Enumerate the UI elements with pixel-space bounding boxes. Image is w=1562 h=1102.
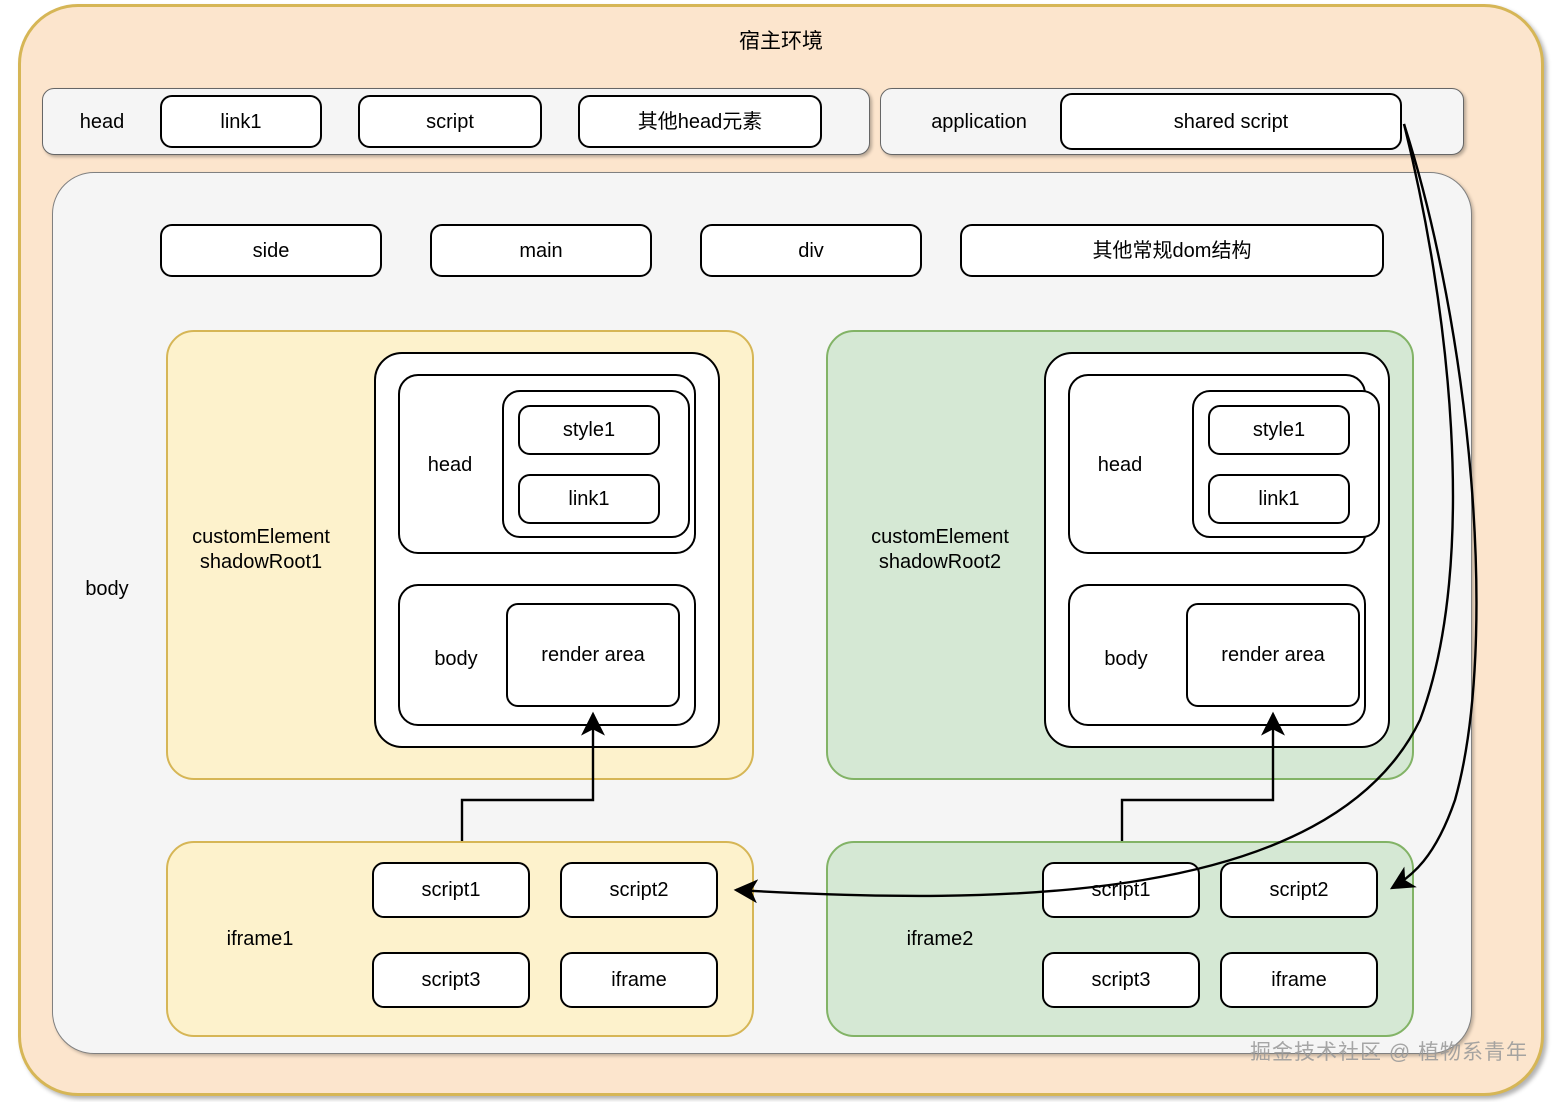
iframe2-script2[interactable]: script2 <box>1220 862 1378 918</box>
shadow-root-2-style1[interactable]: style1 <box>1208 405 1350 455</box>
iframe1-script3[interactable]: script3 <box>372 952 530 1008</box>
application-item-shared-script[interactable]: shared script <box>1060 93 1402 150</box>
iframe2-script1[interactable]: script1 <box>1042 862 1200 918</box>
shadow-root-1-body-label: body <box>434 647 478 670</box>
shadow-root-2-label: customElement shadowRoot2 <box>871 526 1009 573</box>
shadow-root-1-label: customElement shadowRoot1 <box>192 526 330 573</box>
head-panel-label: head <box>79 110 125 133</box>
iframe2-script3[interactable]: script3 <box>1042 952 1200 1008</box>
dom-item-other-dom-structure[interactable]: 其他常规dom结构 <box>960 224 1384 277</box>
shadow-root-2-link1[interactable]: link1 <box>1208 474 1350 524</box>
dom-item-side[interactable]: side <box>160 224 382 277</box>
head-item-script[interactable]: script <box>358 95 542 148</box>
application-panel-label: application <box>931 110 1027 133</box>
shadow-root-2-body-label: body <box>1104 647 1148 670</box>
shadow-root-2-head-label: head <box>1097 453 1143 476</box>
dom-item-main[interactable]: main <box>430 224 652 277</box>
head-item-link1[interactable]: link1 <box>160 95 322 148</box>
shadow-root-1-style1[interactable]: style1 <box>518 405 660 455</box>
shadow-root-1-link1[interactable]: link1 <box>518 474 660 524</box>
diagram-title: 宿主环境 <box>739 30 823 53</box>
shadow-root-2-render-area[interactable]: render area <box>1186 603 1360 707</box>
head-item-other-head-elements[interactable]: 其他head元素 <box>578 95 822 148</box>
dom-item-div[interactable]: div <box>700 224 922 277</box>
iframe1-script2[interactable]: script2 <box>560 862 718 918</box>
watermark: 掘金技术社区 @ 植物系青年 <box>1250 1041 1528 1064</box>
iframe2-label: iframe2 <box>906 927 974 950</box>
iframe2-iframe[interactable]: iframe <box>1220 952 1378 1008</box>
shadow-root-1-render-area[interactable]: render area <box>506 603 680 707</box>
iframe1-iframe[interactable]: iframe <box>560 952 718 1008</box>
shadow-root-1-head-label: head <box>427 453 473 476</box>
iframe1-label: iframe1 <box>226 927 294 950</box>
body-container-label: body <box>85 577 129 600</box>
iframe1-script1[interactable]: script1 <box>372 862 530 918</box>
